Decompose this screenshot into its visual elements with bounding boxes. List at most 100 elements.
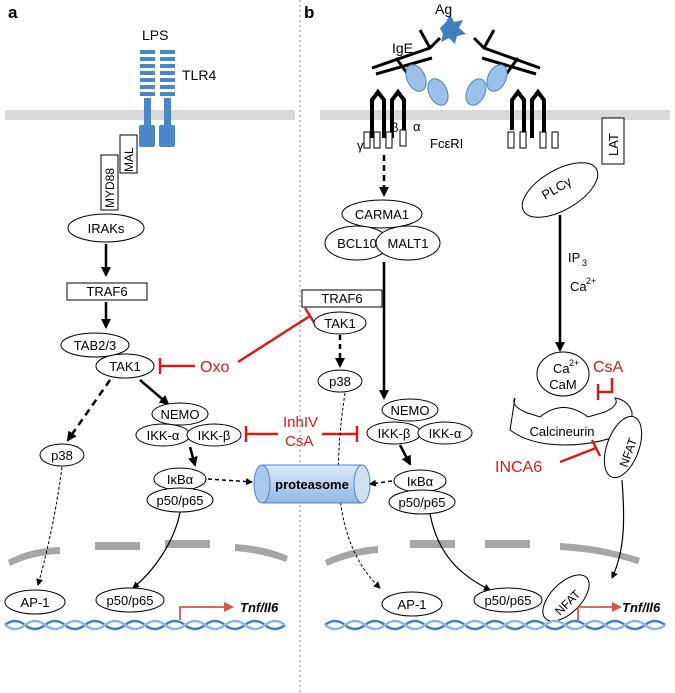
ap1-label-right: AP-1 (398, 597, 427, 612)
p50p65-nuc-node-right (473, 587, 543, 613)
oxo-label: Oxo (200, 359, 229, 376)
tak1-node-left (95, 353, 155, 379)
traf6-label-left: TRAF6 (86, 284, 127, 299)
tak1-node-middle (313, 311, 367, 335)
plasma-membrane-right (320, 110, 670, 120)
carma1-node (341, 199, 423, 229)
arrow-p38-ap1-right (338, 392, 381, 589)
fceri-label: FcεRI (430, 136, 463, 151)
ca-cam-superscript: 2+ (569, 358, 579, 368)
inhiv-label: InhIV (283, 414, 318, 431)
p38-node-middle (317, 369, 363, 393)
ikka-label-right: IKK-α (429, 426, 462, 441)
inca6-inhibit (559, 446, 597, 464)
malt1-label: MALT1 (388, 236, 429, 251)
ca-label: Ca (570, 279, 587, 294)
dna-right (324, 619, 666, 631)
traf6-label-middle: TRAF6 (321, 291, 362, 306)
proteasome-label: proteasome (275, 477, 349, 492)
arrow-ikba-proteasome-right (369, 479, 393, 487)
ige-antibody-left (371, 29, 442, 89)
arrow-ikba-proteasome-left (207, 478, 253, 486)
ikkb-label-right: IKK-β (378, 426, 411, 441)
ca-cam-label-2: CaM (549, 377, 576, 392)
p50p65-label-right: p50/p65 (399, 495, 446, 510)
mal-box (119, 134, 138, 174)
ikkb-node-left (186, 423, 242, 447)
nfat-nuc-node (542, 574, 590, 622)
ap1-node-right (381, 591, 443, 617)
tab23-node (60, 332, 130, 358)
mal-label: MAL (122, 147, 136, 172)
lps-label: LPS (142, 27, 168, 43)
myd88-box (100, 154, 119, 211)
ikba-label-right: IκBα (407, 474, 434, 489)
arrow-tak1-nemo (139, 379, 170, 406)
arrow-ikk-ikba-right (398, 444, 412, 466)
nuclear-envelope-right (325, 540, 640, 566)
plcg-node (521, 162, 599, 218)
ip3-label: IP (568, 250, 580, 265)
calcineurin-node (509, 397, 633, 446)
antigen-star-icon (440, 14, 466, 44)
tak1-label-left: TAK1 (109, 359, 141, 374)
csa2-label: CsA (593, 359, 624, 376)
p50p65-nuc-node-left (95, 587, 165, 613)
ikka-node-right (417, 421, 473, 445)
alpha-label: α (413, 119, 421, 134)
fceri-receptor-left (370, 88, 406, 138)
tab23-label: TAB2/3 (74, 338, 116, 353)
p50p65-nuc-label-left: p50/p65 (107, 593, 154, 608)
arrow-p50p65-nucleus-right (429, 513, 491, 591)
arrow-ikk-ikba-left (188, 446, 198, 467)
ige-label: IgE (392, 40, 413, 56)
carma1-label: CARMA1 (355, 207, 409, 222)
ca-cam-node (536, 351, 590, 397)
fceri-itams (363, 129, 559, 149)
myd88-label: MYD88 (103, 168, 117, 208)
tlr4-label: TLR4 (182, 67, 216, 83)
ap1-node-left (4, 589, 66, 615)
malt1-node (375, 225, 441, 261)
inca6-label: INCA6 (495, 459, 542, 476)
nemo-node-left (151, 402, 209, 426)
oxo-inhibit-right (237, 314, 311, 364)
ca-cam-label-1: Ca (553, 361, 570, 376)
arrow-p50p65-nucleus-left (132, 511, 181, 589)
ap1-label-left: AP-1 (21, 595, 50, 610)
ag-label: Ag (435, 1, 452, 17)
panel-label-b: b (304, 3, 314, 22)
traf6-box-left (66, 282, 148, 301)
dna-left (4, 619, 286, 631)
promoter-arrow-left (179, 602, 234, 620)
arrow-p38-ap1-left (36, 466, 63, 586)
csa2-inhibit (598, 378, 614, 394)
csa-label: CsA (285, 433, 313, 450)
nemo-node-right (381, 398, 439, 422)
calcineurin-label: Calcineurin (529, 424, 594, 439)
ip3-subscript: 3 (582, 258, 587, 268)
p38-node-left (39, 443, 85, 467)
ca-superscript: 2+ (586, 276, 596, 286)
nfat-node (603, 415, 643, 479)
panel-label-a: a (8, 3, 18, 22)
p50p65-nuc-label-right: p50/p65 (485, 593, 532, 608)
p50p65-label-left: p50/p65 (157, 493, 204, 508)
p38-label-middle: p38 (329, 374, 351, 389)
iraks-node (67, 213, 145, 243)
lat-box (601, 117, 625, 165)
ikba-label-left: IκBα (167, 472, 194, 487)
beta-label: β (391, 120, 398, 135)
p38-label-left: p38 (51, 448, 73, 463)
gene-label-right: Tnf/Il6 (622, 600, 661, 615)
ikkb-label-left: IKK-β (198, 428, 231, 443)
gene-label-left: Tnf/Il6 (240, 600, 279, 615)
arrow-tak1-p38 (66, 379, 112, 442)
lat-label: LAT (606, 133, 621, 156)
nuclear-envelope-left (8, 540, 288, 566)
fceri-receptor-right (510, 88, 546, 138)
tak1-label-middle: TAK1 (324, 316, 356, 331)
ikka-label-left: IKK-α (147, 428, 180, 443)
traf6-box-middle (301, 289, 383, 308)
